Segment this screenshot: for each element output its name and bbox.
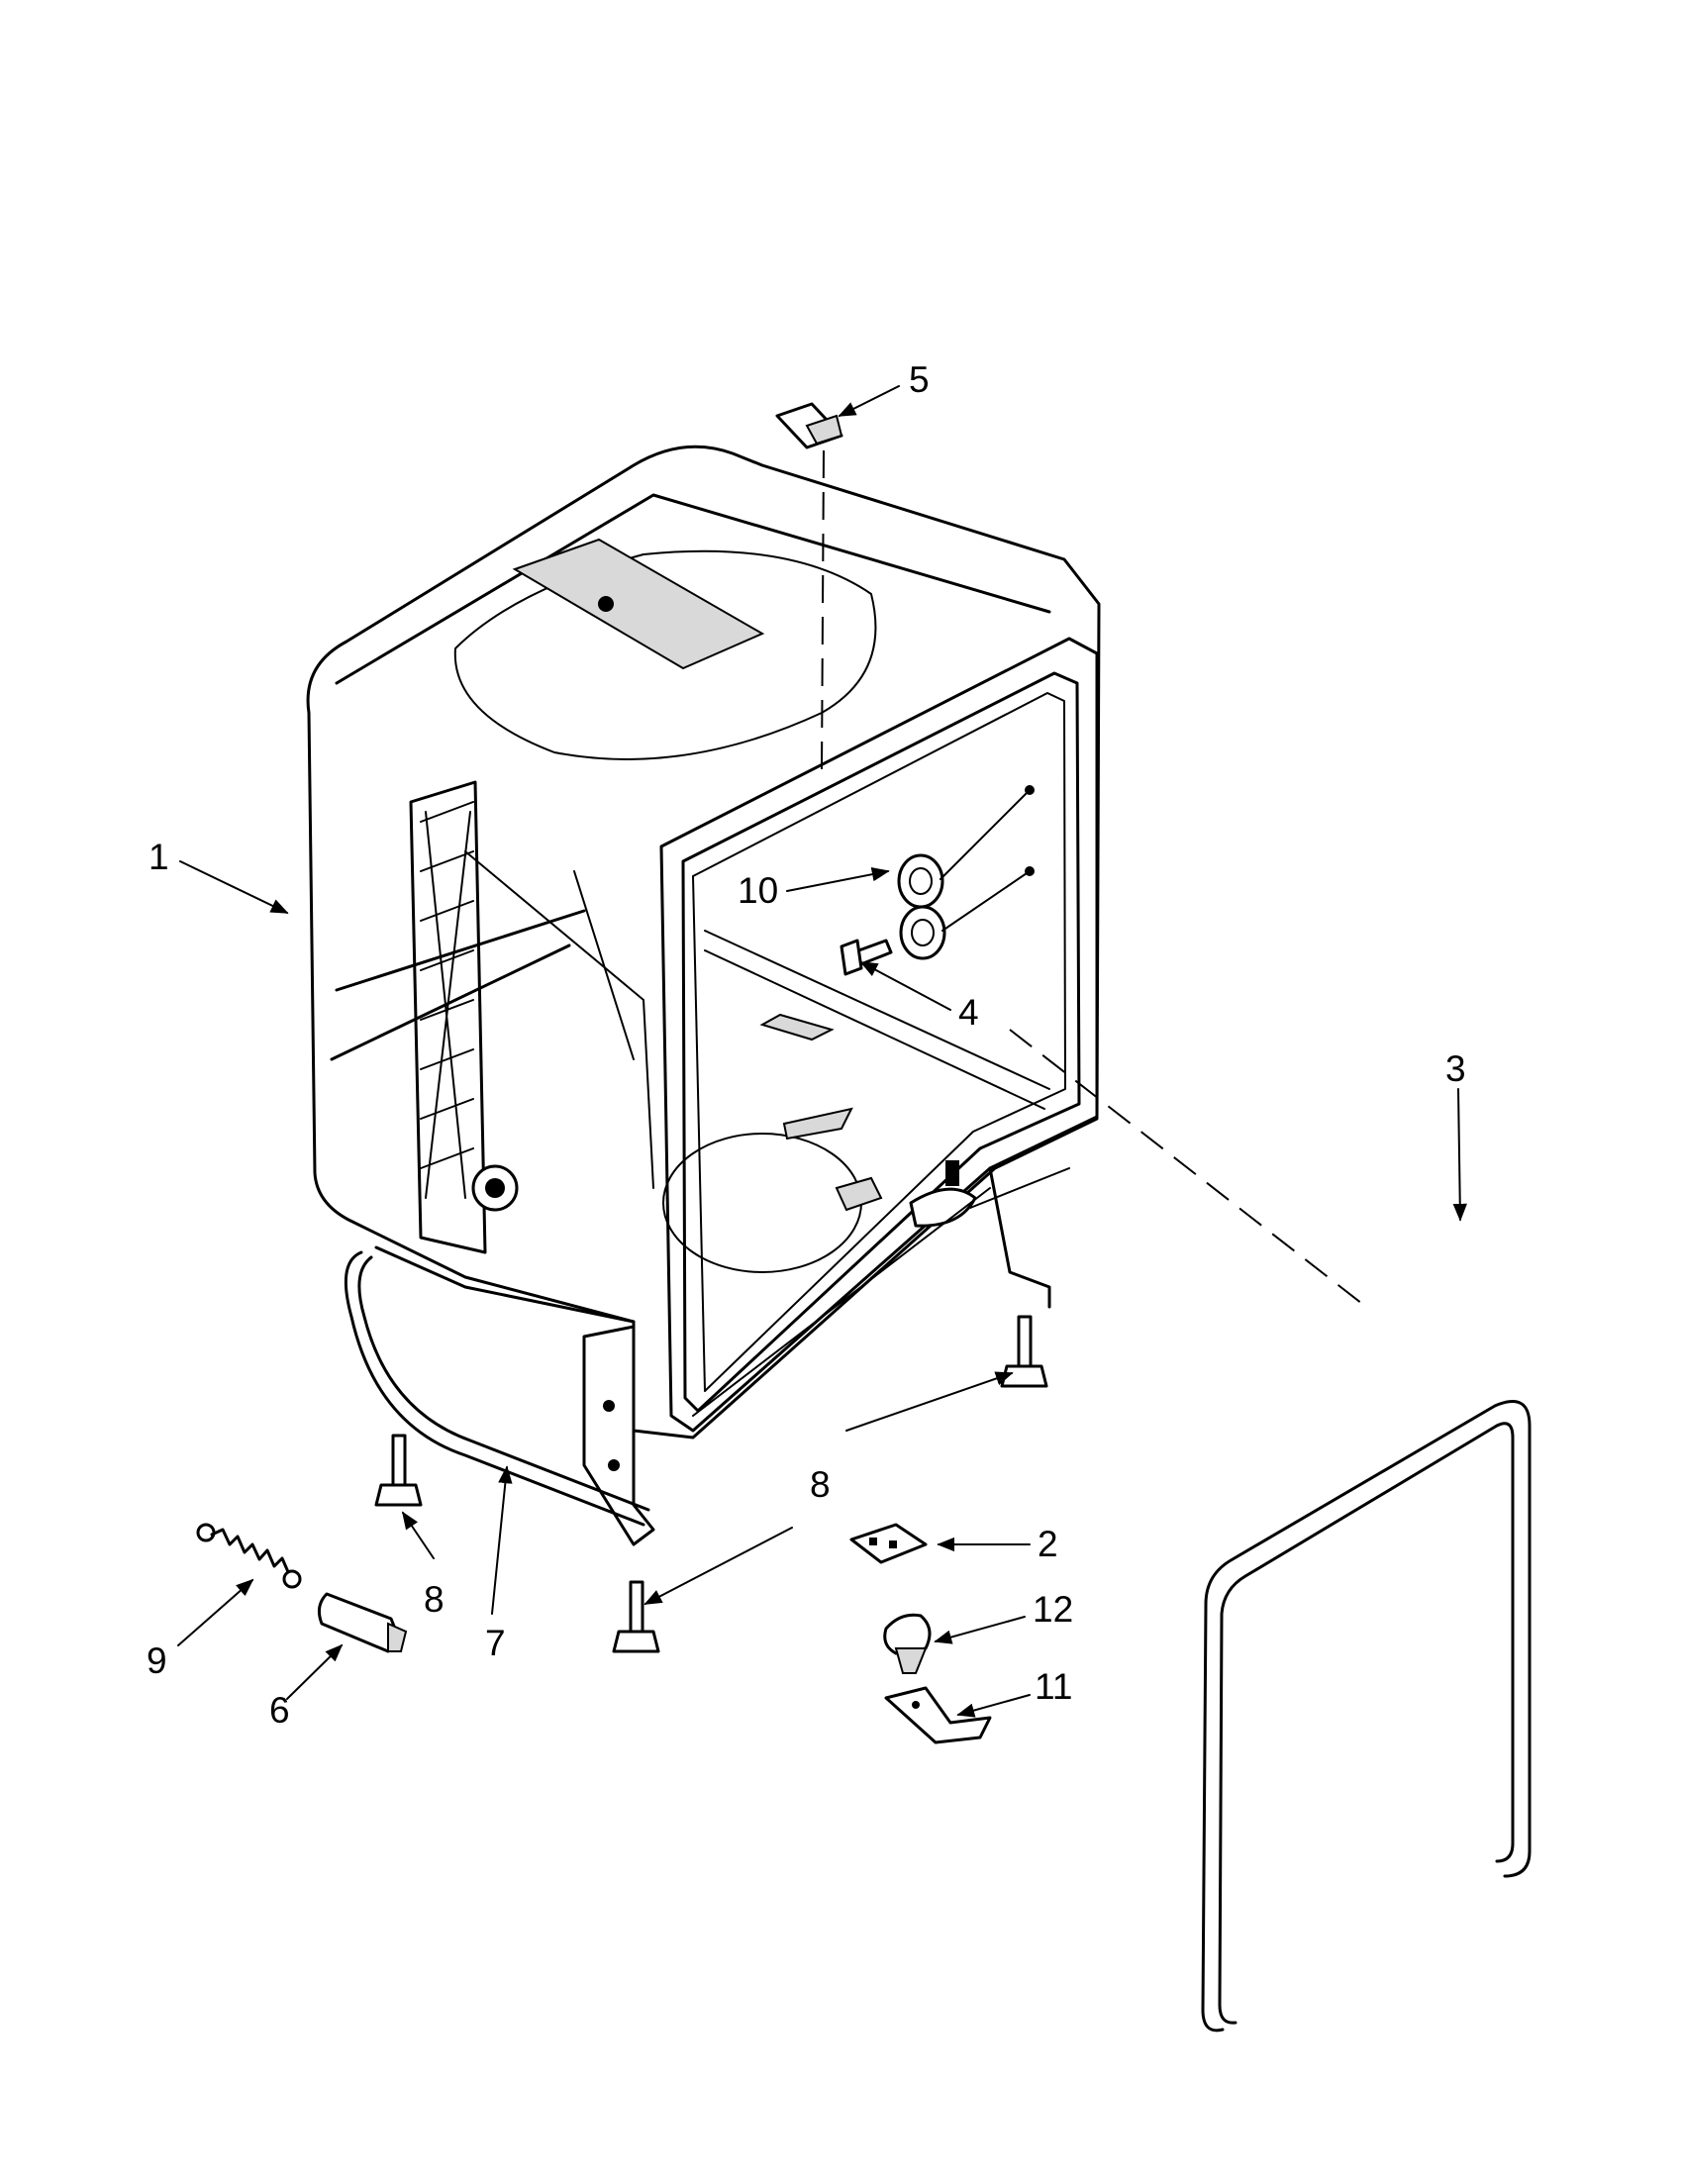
spring-part (196, 1523, 302, 1589)
callout-11: 11 (1035, 1666, 1072, 1707)
leveling-leg-right (1000, 1315, 1048, 1388)
leveling-leg-center (612, 1580, 660, 1653)
callout-2: 2 (1038, 1524, 1058, 1564)
callout-4: 4 (958, 992, 979, 1033)
callout-10: 10 (738, 870, 778, 911)
screw-part (840, 939, 893, 976)
callout-7: 7 (485, 1623, 506, 1663)
leveling-leg-left (374, 1434, 423, 1507)
callout-12: 12 (1033, 1589, 1073, 1630)
door-gasket-part (1201, 1400, 1532, 2033)
callout-1: 1 (148, 837, 169, 877)
callout-3: 3 (1445, 1048, 1466, 1089)
switch-part (883, 1613, 932, 1674)
callout-8-left: 8 (424, 1579, 445, 1620)
top-bracket-part (775, 402, 843, 449)
tub-assembly (306, 445, 1101, 1546)
plate-part (849, 1523, 928, 1564)
callout-5: 5 (909, 359, 930, 400)
callout-labels: 1 2 3 4 5 6 7 8 8 9 10 11 12 (147, 359, 1466, 1731)
pad-part (317, 1592, 408, 1653)
clip-part (884, 1686, 992, 1744)
callout-6: 6 (269, 1690, 290, 1731)
grommet-parts (897, 789, 1031, 960)
leader-lines (177, 385, 1467, 1718)
callout-8-right: 8 (810, 1464, 831, 1505)
callout-9: 9 (147, 1640, 167, 1681)
